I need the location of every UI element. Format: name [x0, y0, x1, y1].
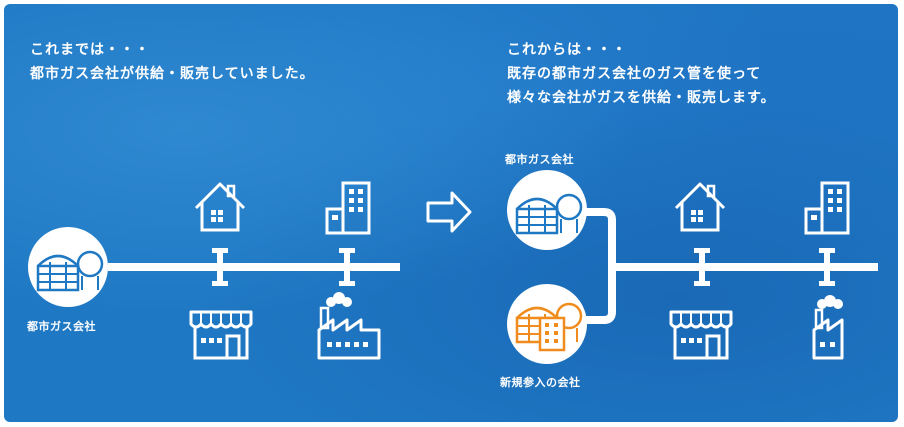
after-existing-supplier-label: 都市ガス会社: [505, 153, 574, 166]
connector-pipe: [586, 208, 616, 324]
arrow-right-icon: [426, 191, 472, 233]
building-icon: [804, 181, 850, 235]
watercolor-background: [4, 4, 898, 422]
after-new-entrant-label: 新規参入の会社: [500, 376, 581, 389]
before-heading-line1: これまでは・・・: [30, 42, 150, 58]
shop-icon: [669, 310, 733, 360]
main-gas-pipe: [612, 263, 878, 271]
before-supplier-label: 都市ガス会社: [27, 320, 96, 333]
after-existing-supplier: [507, 170, 587, 250]
house-icon: [194, 182, 246, 232]
after-pipeline: [586, 208, 878, 324]
after-heading-line2: 既存の都市ガス会社のガス管を使って: [507, 66, 762, 82]
before-heading-line2: 都市ガス会社が供給・販売していました。: [30, 66, 315, 82]
factory-icon: [317, 290, 381, 360]
factory-icon: [812, 293, 845, 360]
house-icon: [674, 182, 726, 232]
before-supplier: [28, 227, 108, 307]
after-heading-line3: 様々な会社がガスを供給・販売します。: [507, 90, 776, 106]
before-pipeline: [108, 248, 400, 286]
shop-icon: [189, 310, 253, 360]
after-heading-line1: これからは・・・: [507, 42, 627, 58]
building-icon: [325, 181, 371, 235]
main-gas-pipe: [108, 263, 400, 271]
building-icon: [538, 316, 566, 352]
after-new-entrant: [507, 284, 587, 364]
